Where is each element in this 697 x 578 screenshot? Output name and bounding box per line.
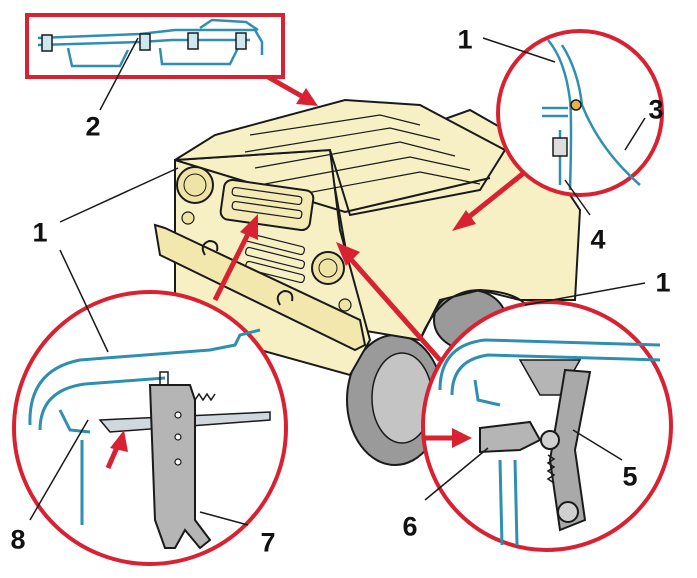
front-bumper [153,223,367,352]
callout-2: 2 [85,111,101,142]
latch-spring [159,371,216,402]
latch-hook-holes [174,411,182,466]
leader-8 [29,419,89,521]
leader-3 [624,117,646,151]
top-right-inset-frame [496,29,664,197]
bottom-right-inset-hood-edge [438,338,661,546]
callout-4: 4 [590,224,606,255]
leader-6 [424,447,489,501]
leader-4 [564,179,591,216]
latch-lever [548,368,592,532]
callout-8: 8 [10,524,26,555]
hood-ribs [244,114,481,199]
leader-1-top [482,37,556,63]
leader-1-right [524,282,646,306]
bottom-right-inset [421,300,673,552]
bottom-left-inset [12,290,288,566]
callout-1-top: 1 [457,24,473,55]
latch-lever-spring [546,454,556,484]
tow-hooks [201,239,294,306]
callout-1-left: 1 [32,217,48,248]
bottom-right-inset-arrow [336,242,442,362]
leader-2 [99,37,139,111]
bottom-left-push-arrow [105,430,128,469]
left-headlight-lens [183,173,207,197]
fender-arch [419,288,531,341]
leader-1-left-a [59,167,179,223]
latch-pivot-lower [557,501,579,523]
leader-5 [572,429,623,461]
top-inset-bolts [41,32,247,52]
callout-5: 5 [622,461,638,492]
right-headlight-lens [318,258,338,278]
top-right-inset [496,29,664,197]
leader-1-left-b [59,249,109,353]
latch-pivot [540,430,560,450]
hood-front-edge [174,159,491,214]
bottom-right-push-arrow [425,428,472,448]
callout-1-right: 1 [655,267,671,298]
bottom-left-inset-hood-edge [28,328,261,525]
right-sidelight [338,298,352,312]
latch-catch-plate [479,420,542,454]
top-right-inset-arrow [452,170,527,231]
bottom-left-inset-arrow [212,214,258,302]
callout-3: 3 [648,94,664,125]
right-headlight [311,251,345,285]
top-right-inset-bolt [552,99,582,157]
callout-7: 7 [260,527,276,558]
top-inset [25,13,285,79]
grille-slots [231,186,306,284]
bottom-right-inset-frame [421,300,673,552]
top-inset-arrow [266,74,318,106]
leader-7 [199,511,249,526]
latch-hook [148,384,212,550]
leader-lines [29,37,646,526]
left-headlight [176,166,214,204]
left-sidelight [181,211,195,225]
top-inset-bracket [37,18,264,68]
callout-6: 6 [402,511,418,542]
